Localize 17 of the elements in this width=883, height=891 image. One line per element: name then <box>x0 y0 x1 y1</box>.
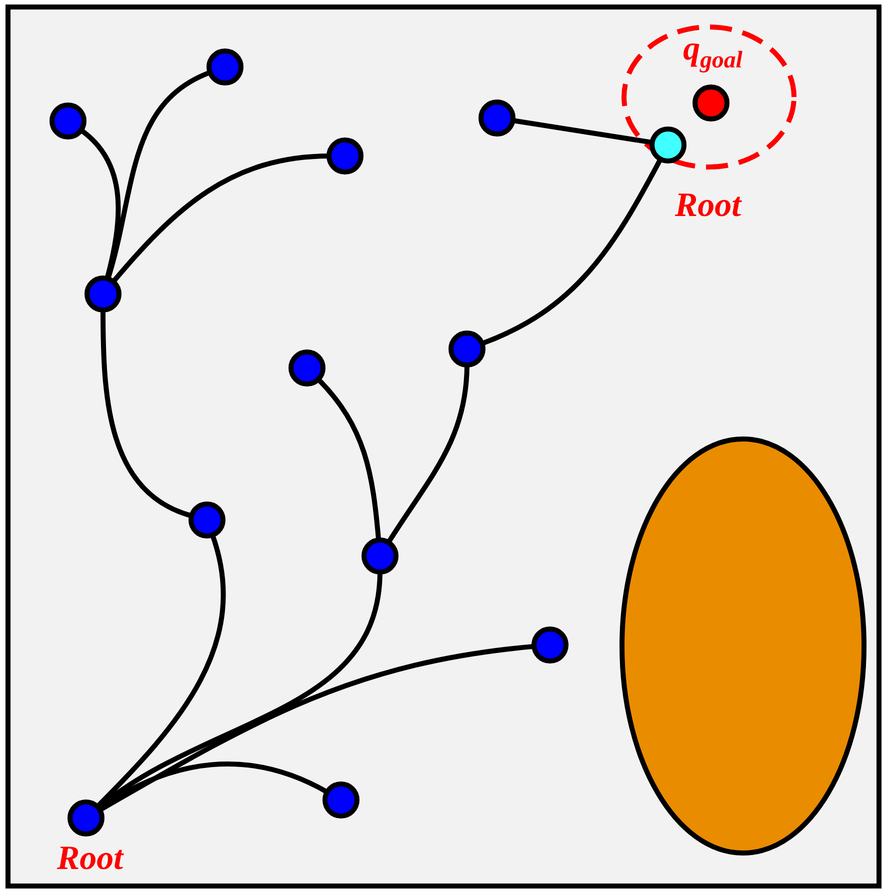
tree-node <box>692 84 730 122</box>
tree-node <box>322 782 360 818</box>
tree-node <box>84 276 122 312</box>
tree-node <box>68 800 104 836</box>
tree-node <box>288 350 326 386</box>
tree-node <box>478 100 516 136</box>
tree-node <box>206 48 244 86</box>
goal-label: q$_{goal}$ <box>684 43 742 72</box>
tree-node <box>362 538 398 574</box>
tree-node <box>448 330 486 368</box>
root-label: Root <box>56 846 124 870</box>
tree-node <box>188 502 226 538</box>
tree-node <box>650 126 686 164</box>
tree-node <box>532 626 568 664</box>
tree-node <box>50 102 86 140</box>
root-label: Root <box>674 194 742 216</box>
tree-node <box>326 138 364 174</box>
